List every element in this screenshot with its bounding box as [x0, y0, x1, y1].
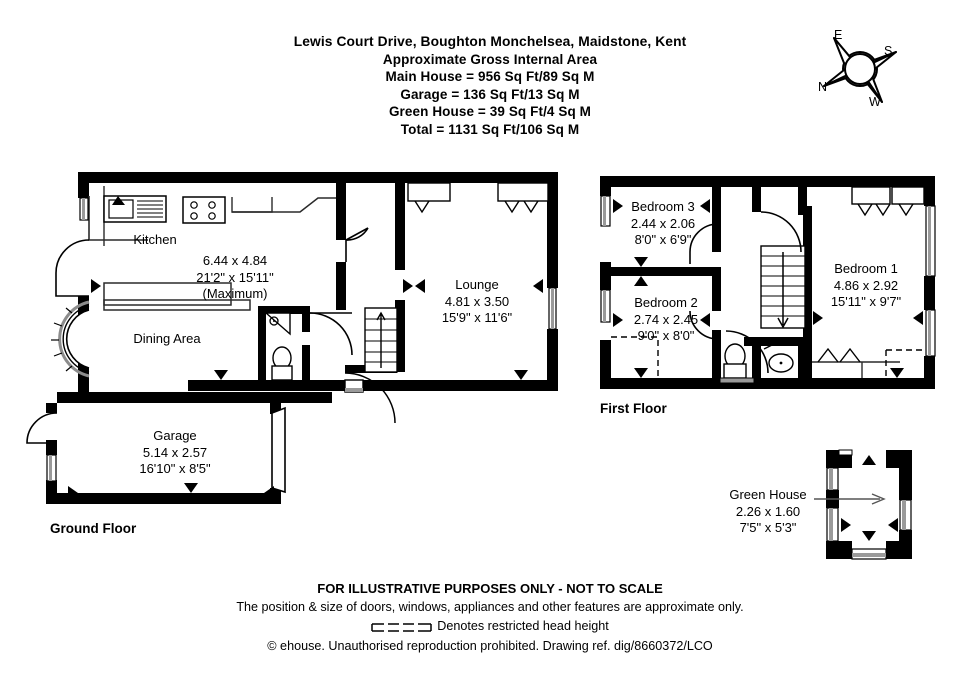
garage-imperial: 16'10" x 8'5" — [139, 461, 211, 476]
sink-icon — [108, 199, 134, 219]
basin-icon — [264, 312, 291, 336]
bay-window — [51, 300, 90, 378]
kitchen-window-glazing — [79, 197, 89, 221]
compass-rose: E S N W — [812, 22, 912, 118]
garage-name: Garage — [153, 428, 197, 443]
wc-fittings — [264, 312, 293, 381]
compass-label-east: E — [834, 28, 843, 42]
staircase-first — [760, 245, 806, 329]
bedroom1-bottom-recess — [817, 347, 861, 363]
footer-disclaimer-sub: The position & size of doors, windows, a… — [236, 600, 744, 614]
compass-label-west: W — [869, 95, 881, 109]
first-floor-caption: First Floor — [600, 401, 667, 416]
bedroom1-top-windows — [851, 186, 925, 217]
lounge-glazing — [548, 287, 557, 330]
first-floor-thin-lines — [812, 361, 900, 378]
bedroom3-imperial: 8'0" x 6'9" — [634, 232, 692, 247]
total-area: Total = 1131 Sq Ft/106 Sq M — [400, 121, 580, 137]
kitchen-fittings — [103, 195, 226, 224]
compass-icon — [823, 37, 897, 103]
staircase-ground — [364, 307, 398, 373]
bathroom-fittings — [719, 340, 794, 384]
green-house-dimension-markers — [841, 455, 898, 541]
room-label-kitchen: Kitchen — [133, 232, 176, 249]
toilet-icon — [272, 346, 292, 370]
room-label-bedroom-1: Bedroom 1 4.86 x 2.92 15'11" x 9'7" — [831, 261, 901, 311]
kitchen-name: Kitchen — [133, 232, 177, 247]
lounge-name: Lounge — [455, 277, 499, 292]
room-label-main-living-dimensions: 6.44 x 4.84 21'2" x 15'11" (Maximum) — [196, 253, 274, 303]
bedroom-window-glazing — [600, 195, 611, 323]
green-house-leader — [814, 493, 886, 505]
lounge-windows — [407, 182, 549, 214]
restricted-head-height-icon — [371, 623, 433, 632]
green-house-name: Green House — [729, 487, 807, 502]
lounge-imperial: 15'9" x 11'6" — [441, 310, 513, 325]
ground-floor-doors — [309, 227, 396, 424]
dining-name: Dining Area — [133, 331, 201, 346]
room-label-garage: Garage 5.14 x 2.57 16'10" x 8'5" — [139, 428, 210, 478]
first-floor-doors — [689, 211, 802, 374]
footer-copyright: © ehouse. Unauthorised reproduction proh… — [267, 639, 713, 653]
main-living-note: (Maximum) — [202, 286, 268, 301]
green-house-glazing — [826, 449, 912, 560]
plan-header: Lewis Court Drive, Boughton Monchelsea, … — [200, 33, 780, 139]
bedroom3-metric: 2.44 x 2.06 — [630, 215, 696, 231]
bedroom1-name: Bedroom 1 — [834, 261, 898, 276]
kitchen-external-door — [55, 239, 90, 297]
bedroom1-metric: 4.86 x 2.92 — [833, 277, 899, 293]
toilet-icon — [724, 343, 746, 369]
bedroom2-imperial: 9'0" x 8'0" — [637, 328, 695, 343]
garage-metric: 5.14 x 2.57 — [142, 444, 208, 460]
main-living-metric: 6.44 x 4.84 — [202, 253, 268, 268]
ground-floor-caption: Ground Floor — [50, 521, 137, 536]
bedroom1-window-glazing — [925, 205, 936, 357]
property-address: Lewis Court Drive, Boughton Monchelsea, … — [293, 34, 687, 49]
green-house-metric: 2.26 x 1.60 — [735, 503, 801, 519]
ground-floor-plan — [26, 172, 558, 504]
bedroom2-metric: 2.74 x 2.45 — [633, 311, 699, 327]
ground-floor-partitions — [258, 183, 405, 380]
compass-label-north: N — [818, 80, 828, 94]
hob-icon — [182, 196, 226, 224]
bedroom3-name: Bedroom 3 — [631, 199, 695, 214]
basin-icon — [768, 353, 794, 373]
compass-label-south: S — [884, 44, 893, 58]
garage-area: Garage = 136 Sq Ft/13 Sq M — [400, 86, 580, 102]
front-door — [344, 379, 364, 393]
green-house-plan — [814, 449, 912, 560]
plan-footer: FOR ILLUSTRATIVE PURPOSES ONLY - NOT TO … — [0, 579, 980, 656]
green-house-area: Green House = 39 Sq Ft/4 Sq M — [388, 104, 592, 120]
room-label-bedroom-3: Bedroom 3 2.44 x 2.06 8'0" x 6'9" — [631, 199, 695, 249]
bedroom1-imperial: 15'11" x 9'7" — [830, 294, 902, 309]
footer-disclaimer-main: FOR ILLUSTRATIVE PURPOSES ONLY - NOT TO … — [317, 581, 663, 596]
green-house-imperial: 7'5" x 5'3" — [739, 520, 797, 535]
lounge-metric: 4.81 x 3.50 — [444, 293, 510, 309]
bedroom2-name: Bedroom 2 — [634, 295, 698, 310]
main-living-imperial: 21'2" x 15'11" — [196, 269, 274, 285]
room-label-dining-area: Dining Area — [133, 331, 200, 348]
green-house-walls — [826, 450, 912, 559]
footer-head-height-text: Denotes restricted head height — [437, 619, 609, 633]
area-title: Approximate Gross Internal Area — [382, 51, 598, 67]
room-label-green-house: Green House 2.26 x 1.60 7'5" x 5'3" — [729, 487, 806, 537]
room-label-bedroom-2: Bedroom 2 2.74 x 2.45 9'0" x 8'0" — [634, 295, 698, 345]
room-label-lounge: Lounge 4.81 x 3.50 15'9" x 11'6" — [442, 277, 512, 327]
footer-head-height-row: Denotes restricted head height — [0, 617, 980, 637]
main-house-area: Main House = 956 Sq Ft/89 Sq M — [385, 69, 595, 85]
